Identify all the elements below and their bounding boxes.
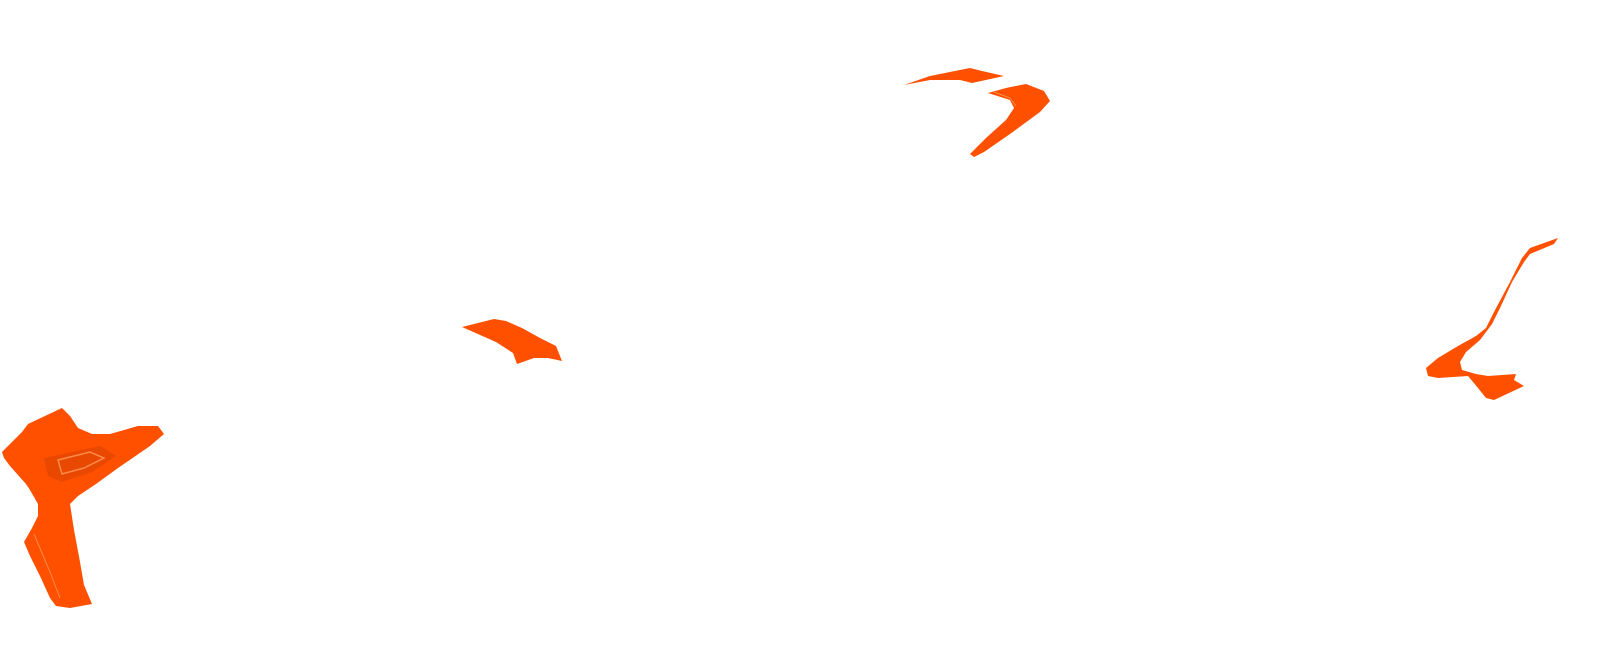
orange-part-left-bracket [2,408,164,608]
orange-part-center-left [462,319,562,364]
orange-part-right-arm [1426,238,1558,400]
orange-part-top-hook [970,84,1050,157]
orange-part-top-strip [904,68,1004,85]
